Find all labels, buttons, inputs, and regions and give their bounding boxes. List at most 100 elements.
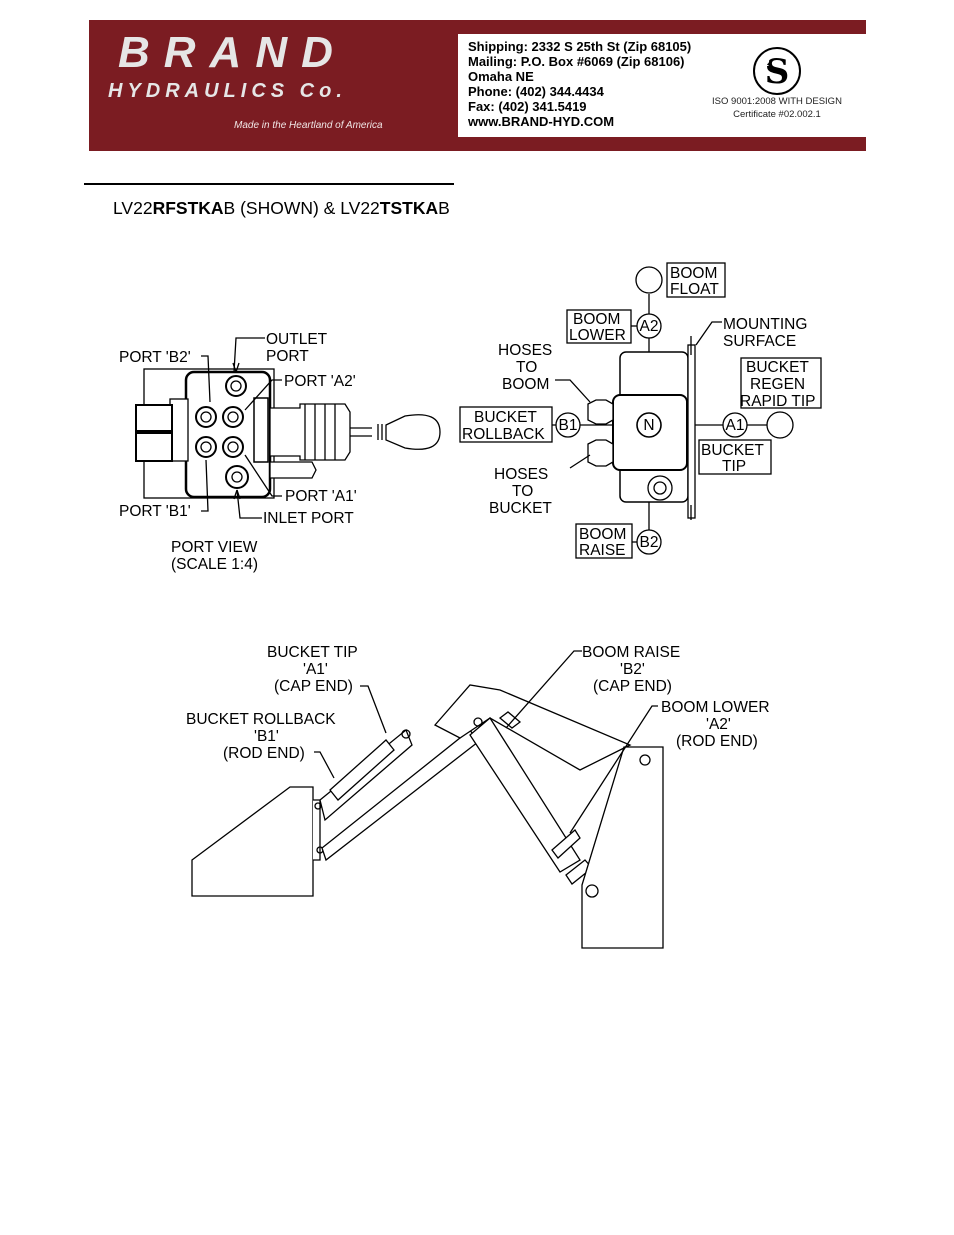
leader-hoses-bucket — [569, 454, 591, 469]
label-inlet: INLET PORT — [263, 510, 354, 527]
label-port-a2: PORT 'A2' — [284, 373, 356, 390]
lever-shaft — [350, 424, 383, 440]
label-boom-lower-2: LOWER — [569, 327, 626, 344]
iso-line-2: Certificate #02.002.1 — [733, 109, 821, 120]
box-bucket-regen — [740, 357, 822, 409]
label-regen-1: BUCKET — [746, 359, 809, 376]
label-hoses-boom-2: TO — [516, 359, 537, 376]
inlet-fitting-inner — [653, 481, 667, 495]
leader-bucket-tip — [360, 685, 387, 734]
label-hoses-bucket-1: HOSES — [494, 466, 548, 483]
label-boom-raise-3: (CAP END) — [593, 678, 672, 695]
label-tip-2: TIP — [722, 458, 746, 475]
label-raise-1: BOOM — [579, 526, 626, 543]
leader-outlet — [233, 337, 265, 373]
logo-subtitle: HYDRAULICS Co. — [108, 80, 347, 102]
label-hoses-bucket-2: TO — [512, 483, 533, 500]
marker-a2: A2 — [640, 318, 659, 335]
contact-block: Shipping: 2332 S 25th St (Zip 68105) Mai… — [468, 39, 691, 129]
iso-line-1: ISO 9001:2008 WITH DESIGN — [712, 96, 842, 107]
bucket-regen-position — [766, 411, 794, 439]
label-hoses-boom-3: BOOM — [502, 376, 549, 393]
port-a1-marker — [722, 412, 748, 438]
label-hoses-boom-1: HOSES — [498, 342, 552, 359]
port-a1-inner — [227, 441, 239, 453]
label-bucket-tip-2: 'A1' — [303, 661, 328, 678]
title-part-1: LV22 — [113, 198, 153, 218]
boot — [269, 403, 351, 461]
marker-n: N — [643, 417, 654, 434]
neutral-marker — [636, 412, 662, 438]
label-outlet-1: OUTLET — [266, 331, 328, 348]
contact-phone: Phone: (402) 344.4434 — [468, 84, 604, 99]
label-port-view: PORT VIEW — [171, 539, 258, 556]
inlet-port-circle — [225, 465, 249, 489]
logo-panel — [89, 34, 458, 151]
title-part-5: B — [438, 198, 450, 218]
leader-mounting — [695, 321, 722, 346]
boom-float-position — [635, 266, 663, 294]
iso-certification: ISO 9001:2008 WITH DESIGN Certificate #0… — [712, 95, 842, 121]
arrow-outlet — [232, 362, 240, 373]
leader-a1 — [244, 454, 282, 497]
box-bucket-rollback — [459, 406, 553, 443]
lower-cylinder — [551, 829, 581, 859]
outlet-port-inner — [230, 380, 242, 392]
label-rollback-2: ROLLBACK — [462, 426, 545, 443]
contact-website[interactable]: www.BRAND-HYD.COM — [468, 114, 615, 129]
contact-mailing: Mailing: P.O. Box #6069 (Zip 68106) — [468, 54, 685, 69]
contact-shipping: Shipping: 2332 S 25th St (Zip 68105) — [468, 39, 692, 54]
label-rollback-1: BUCKET ROLLBACK — [186, 711, 336, 728]
label-boom-lower-1: BOOM LOWER — [661, 699, 770, 716]
boot-ribs — [304, 404, 336, 460]
label-scale: (SCALE 1:4) — [171, 556, 258, 573]
port-b2-circle — [195, 406, 217, 428]
label-rollback-2: 'B1' — [254, 728, 279, 745]
label-regen-2: REGEN — [750, 376, 805, 393]
inlet-port-inner — [231, 471, 243, 483]
label-regen-3: RAPID TIP — [740, 393, 816, 410]
label-boom-float-2: FLOAT — [670, 281, 719, 298]
contact-fax: Fax: (402) 341.5419 — [468, 99, 587, 114]
inlet-fitting — [647, 475, 673, 501]
arrow-inlet — [233, 489, 241, 500]
marker-a1: A1 — [726, 417, 745, 434]
box-boom-float — [666, 262, 726, 298]
tower-pin-upper — [639, 754, 651, 766]
leader-hoses-boom — [555, 379, 591, 403]
boom-arm-diag — [469, 717, 581, 873]
contact-city: Omaha NE — [468, 69, 534, 84]
title-part-4: TSTKA — [379, 198, 439, 218]
bucket-bracket — [313, 799, 321, 861]
pivot-boom-top — [473, 717, 483, 727]
label-boom-float-1: BOOM — [670, 265, 717, 282]
label-raise-2: RAISE — [579, 542, 626, 559]
label-tip-1: BUCKET — [701, 442, 764, 459]
iso-badge-a: A — [785, 78, 792, 88]
label-hoses-bucket-3: BUCKET — [489, 500, 552, 517]
label-outlet-2: PORT — [266, 348, 309, 365]
leader-b2 — [201, 355, 211, 403]
label-mounting-2: SURFACE — [723, 333, 796, 350]
box-boom-raise — [575, 523, 633, 559]
outlet-port-circle — [225, 375, 247, 397]
leader-a2 — [244, 379, 282, 411]
title-part-2: RFSTKA — [152, 198, 224, 218]
port-view — [135, 337, 441, 519]
leader-boom-lower — [569, 705, 658, 834]
tower-pin-lower — [585, 884, 599, 898]
fitting-bucket — [587, 439, 614, 467]
port-b1-circle — [195, 436, 217, 458]
label-boom-raise-1: BOOM RAISE — [582, 644, 680, 661]
loader-diagram — [191, 650, 664, 949]
marker-b1: B1 — [559, 417, 578, 434]
leader-b1 — [201, 459, 209, 512]
boom-cylinder-end — [498, 711, 522, 729]
label-port-b2: PORT 'B2' — [119, 349, 191, 366]
port-a2-circle — [222, 406, 244, 428]
schematic-view — [459, 262, 822, 559]
label-boom-lower-2: 'A2' — [706, 716, 731, 733]
label-boom-lower-3: (ROD END) — [676, 733, 758, 750]
left-fitting-bottom — [135, 432, 173, 462]
